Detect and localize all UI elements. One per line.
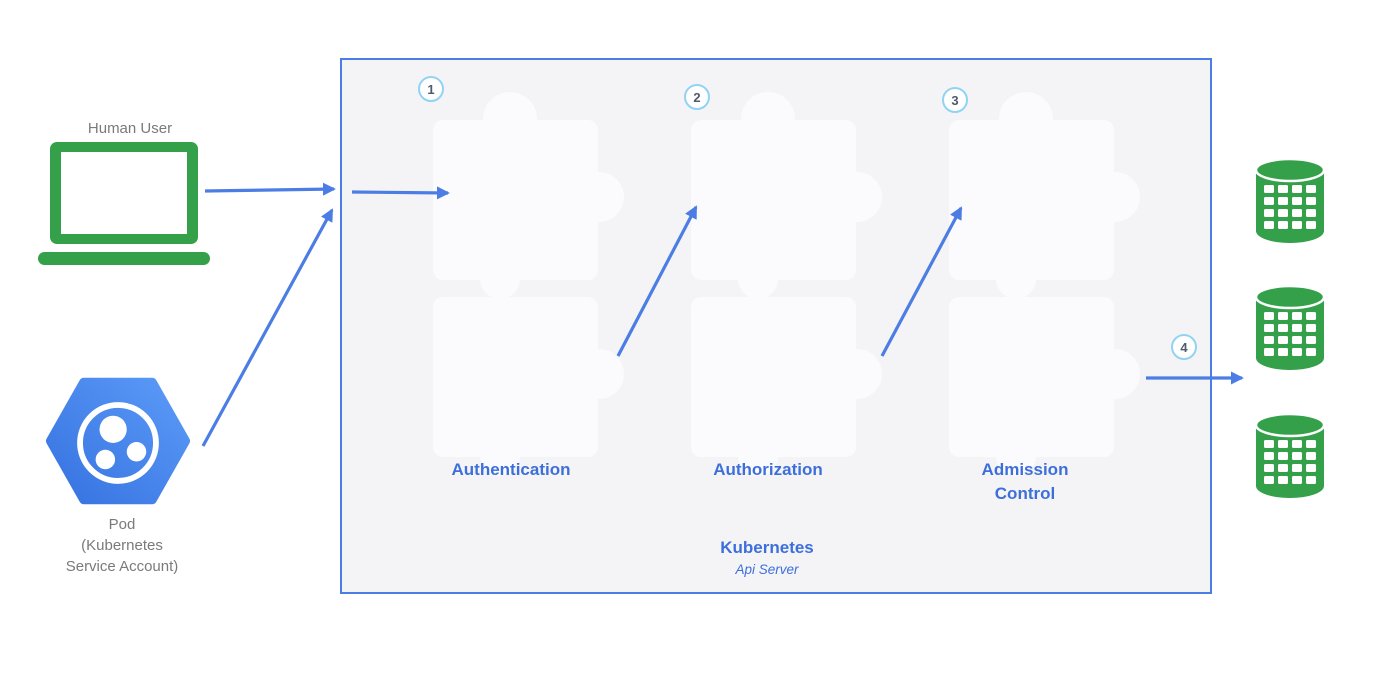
step-badge-3: 3 [942,87,968,113]
puzzle-piece-icon [433,92,624,299]
pod-label: Pod (Kubernetes Service Account) [22,514,222,577]
arrow-pod-to-apiserver [201,208,334,447]
puzzle-piece-icon [433,297,624,476]
admission-label-line-2: Control [994,484,1056,503]
database-icon [1254,412,1326,498]
database-icon [1254,284,1326,370]
stage-label-authentication: Authentication [451,460,571,479]
database-icon [1254,157,1326,243]
stage-label-authorization: Authorization [713,460,823,479]
pod-label-line-1: Pod [108,516,136,533]
human-user-label: Human User [87,120,173,137]
api-server-subtitle: Api Server [735,562,799,577]
puzzle-piece-icon [949,92,1140,299]
step-badge-2: 2 [684,84,710,110]
pod-label-line-2: (Kubernetes [81,537,163,554]
admission-label-line-1: Admission [981,460,1069,479]
pod-label-line-3: Service Account) [65,558,179,575]
api-server-title: Kubernetes [720,538,814,557]
puzzle-piece-icon [691,92,882,299]
puzzle-piece-icon [949,297,1140,476]
arrow-human-to-apiserver [204,182,336,196]
laptop-icon [38,142,210,265]
step-badge-4: 4 [1171,334,1197,360]
puzzle-piece-icon [691,297,882,476]
stage-label-admission-control: Admission Control [875,458,1175,506]
step-badge-1: 1 [418,76,444,102]
pod-hexagon-icon [45,377,191,505]
api-server-box: 1 2 3 Authentication Authorization Admis… [340,58,1212,594]
